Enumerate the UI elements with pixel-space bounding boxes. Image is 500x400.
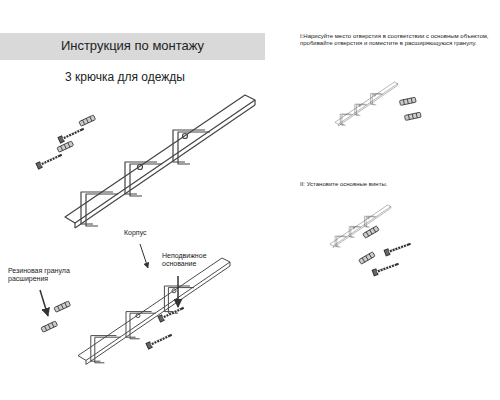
step-text: II: Установите основные винты. [300,181,490,188]
page-title: Инструкция по монтажу [0,38,265,54]
product-name: 3 крючка для одежды [25,70,225,84]
rack-exploded-top [36,95,255,228]
rack-labelled [40,244,230,364]
part-label: Резиновая гранула расширения [8,267,80,284]
step2-illustration [330,205,412,276]
part-label: Корпус [124,229,164,237]
step-text: I:Нарисуйте место отверстия в соответств… [300,33,495,47]
part-label: Неподвижное основание [162,252,210,269]
step1-illustration [335,82,421,126]
